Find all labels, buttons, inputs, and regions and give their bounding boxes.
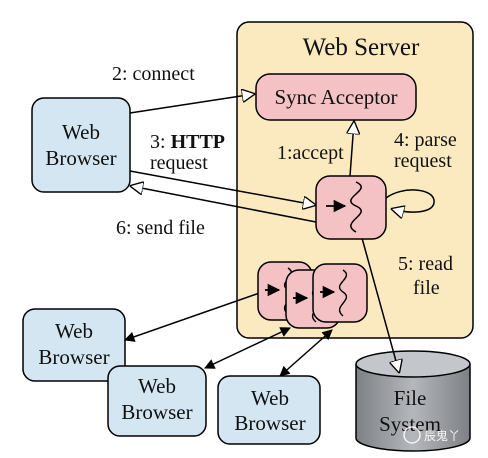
- http-step-bold: HTTP: [171, 131, 225, 153]
- web-browser-label: Browser: [121, 400, 192, 424]
- parse-label: 4: parse: [394, 129, 457, 151]
- browser-link-arrow: [124, 288, 269, 342]
- web-browser-label: Web: [62, 120, 100, 144]
- accept-arrow: [350, 122, 354, 177]
- http-request-arrow: [129, 170, 315, 205]
- http-step-prefix: 3:: [150, 131, 171, 153]
- send-file-arrow: [131, 186, 317, 223]
- read-file-arrow: [361, 237, 399, 372]
- web-browser-label: Web: [251, 386, 289, 410]
- file-system-label: File: [394, 386, 427, 410]
- file-system-label: System: [379, 412, 441, 436]
- connect-arrow: [129, 94, 254, 114]
- send-file-label: 6: send file: [116, 217, 205, 239]
- read-file-label: file: [413, 277, 440, 299]
- web-browser-label: Web: [138, 374, 176, 398]
- sync-acceptor-label: Sync Acceptor: [274, 85, 397, 109]
- read-label: 5: read: [398, 253, 453, 275]
- parse-request-label: request: [394, 150, 452, 172]
- file-system-cylinder: [355, 350, 471, 452]
- watermark-icon: [403, 426, 421, 444]
- request-handler: [315, 175, 387, 240]
- http-label: 3: HTTP: [150, 131, 225, 153]
- web-browser-box: [107, 365, 207, 437]
- web-browser-box: [22, 308, 126, 382]
- parse-request-loop: [385, 189, 435, 212]
- web-browser-label: Web: [55, 319, 93, 343]
- watermark: 辰鬼丫: [403, 426, 460, 444]
- svg-text:辰鬼丫: 辰鬼丫: [424, 428, 460, 443]
- accept-label: 1:accept: [277, 142, 344, 164]
- browser-link-arrow: [279, 329, 333, 377]
- web-browser-box: [31, 97, 131, 193]
- web-server-title: Web Server: [303, 34, 420, 61]
- browser-link-arrow: [204, 327, 291, 369]
- web-browser-label: Browser: [38, 345, 109, 369]
- http-request-label: request: [150, 152, 208, 174]
- web-browser-label: Browser: [234, 411, 305, 435]
- web-browser-label: Browser: [45, 146, 116, 170]
- connect-label: 2: connect: [112, 63, 195, 85]
- web-browser-box: [217, 375, 321, 445]
- request-handler-stack: [257, 261, 368, 329]
